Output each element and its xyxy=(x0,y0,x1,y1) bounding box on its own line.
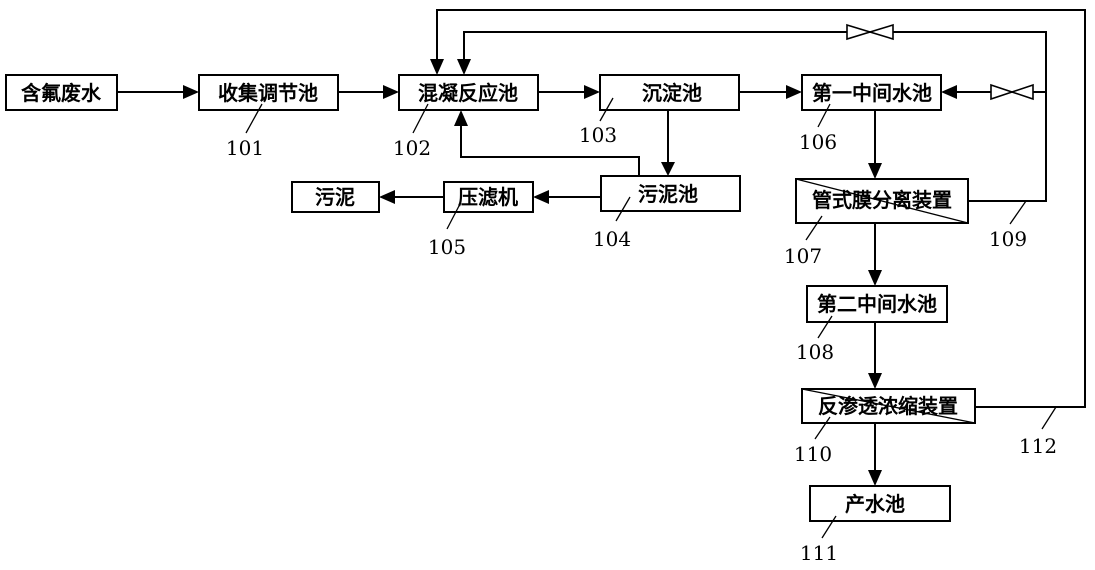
arrow-recycle-into-first-tank xyxy=(941,85,957,99)
arrow-109-into-coagulation xyxy=(457,59,471,75)
svg-text:污泥池: 污泥池 xyxy=(638,182,698,206)
svg-text:产水池: 产水池 xyxy=(845,492,905,516)
arrow-to-membrane-unit xyxy=(868,163,882,179)
ref-111: 111 xyxy=(800,541,838,565)
ref-106: 106 xyxy=(799,130,837,154)
arrow-112-into-coagulation xyxy=(430,59,444,75)
arrow-to-ro-unit xyxy=(868,373,882,389)
svg-text:含氟废水: 含氟废水 xyxy=(21,81,102,105)
svg-text:污泥: 污泥 xyxy=(315,185,355,209)
ref-107: 107 xyxy=(784,244,822,268)
svg-text:压滤机: 压滤机 xyxy=(458,185,518,209)
arrow-to-filter-press xyxy=(533,190,549,204)
arrow-sludge-return-coagulation xyxy=(454,110,468,126)
svg-text:第一中间水池: 第一中间水池 xyxy=(812,81,932,105)
ref-101: 101 xyxy=(226,136,264,160)
arrow-to-product-tank xyxy=(868,470,882,486)
ref-109: 109 xyxy=(989,227,1027,251)
ref-112: 112 xyxy=(1019,434,1057,458)
svg-text:收集调节池: 收集调节池 xyxy=(218,81,318,105)
ref-102: 102 xyxy=(393,136,431,160)
arrow-to-second-tank xyxy=(868,270,882,286)
valve-top-return xyxy=(846,23,894,41)
node-ro-concentration-unit: 反渗透浓缩装置 xyxy=(801,388,976,424)
ref-104: 104 xyxy=(593,227,631,251)
node-first-intermediate-tank: 第一中间水池 xyxy=(801,74,942,111)
ref-103: 103 xyxy=(579,123,617,147)
svg-text:反渗透浓缩装置: 反渗透浓缩装置 xyxy=(818,394,958,418)
arrow-to-first-tank xyxy=(786,85,802,99)
svg-text:沉淀池: 沉淀池 xyxy=(642,81,702,105)
node-sludge-output: 污泥 xyxy=(291,181,380,213)
ref-108: 108 xyxy=(796,340,834,364)
node-tubular-membrane-unit: 管式膜分离装置 xyxy=(795,178,969,224)
reference-numbers: 101 102 103 104 105 106 107 108 109 110 … xyxy=(226,97,1057,565)
ref-110: 110 xyxy=(794,442,832,466)
svg-text:混凝反应池: 混凝反应池 xyxy=(418,81,518,105)
arrow-to-sedimentation xyxy=(584,85,600,99)
arrowheads xyxy=(183,59,957,486)
node-collection-tank: 收集调节池 xyxy=(198,74,339,111)
arrow-to-sludge-tank xyxy=(661,162,675,176)
svg-text:管式膜分离装置: 管式膜分离装置 xyxy=(812,188,952,212)
node-second-intermediate-tank: 第二中间水池 xyxy=(806,285,948,323)
svg-text:第二中间水池: 第二中间水池 xyxy=(817,292,937,316)
valve-first-tank-return xyxy=(990,83,1034,101)
node-coagulation-tank: 混凝反应池 xyxy=(398,74,539,111)
node-sludge-tank: 污泥池 xyxy=(600,175,741,212)
node-filter-press: 压滤机 xyxy=(443,181,534,213)
node-fluoride-wastewater: 含氟废水 xyxy=(5,74,118,111)
ref-105: 105 xyxy=(428,235,466,259)
node-sedimentation-tank: 沉淀池 xyxy=(599,74,740,111)
arrow-to-coagulation xyxy=(383,85,399,99)
arrow-to-collection xyxy=(183,85,199,99)
arrow-to-sludge-output xyxy=(379,190,395,204)
node-product-water-tank: 产水池 xyxy=(809,485,951,522)
